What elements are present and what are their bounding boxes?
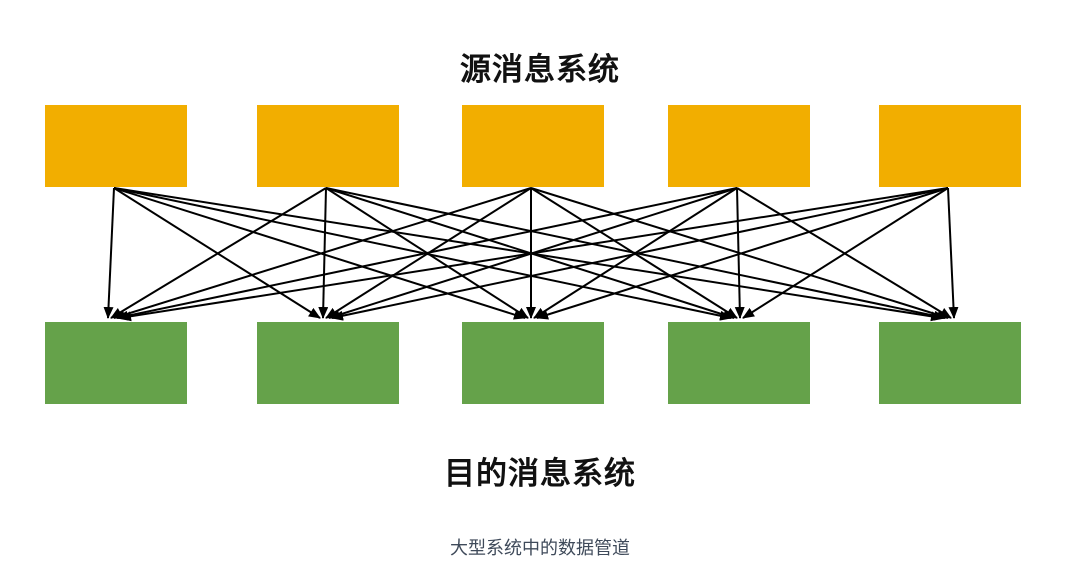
arrow-source-5-to-target-2 — [331, 187, 949, 321]
arrow-source-5-to-target-1 — [119, 187, 949, 322]
target-title: 目的消息系统 — [444, 456, 636, 492]
source-system-box-4 — [668, 105, 810, 187]
arrow-source-3-to-target-1 — [113, 187, 532, 320]
figure-caption: 大型系统中的数据管道 — [450, 538, 630, 559]
arrow-source-4-to-target-1 — [116, 187, 738, 321]
source-system-box-3 — [462, 105, 604, 187]
target-system-box-4 — [668, 322, 810, 404]
arrow-source-4-to-target-4 — [734, 187, 745, 319]
arrow-source-5-to-target-5 — [947, 187, 959, 319]
target-system-box-1 — [45, 322, 187, 404]
arrow-source-5-to-target-4 — [742, 187, 949, 319]
source-system-box-5 — [879, 105, 1021, 187]
target-system-box-5 — [879, 322, 1021, 404]
target-system-box-2 — [257, 322, 399, 404]
source-system-box-1 — [45, 105, 187, 187]
arrow-source-1-to-target-1 — [103, 187, 115, 319]
arrow-source-5-to-target-3 — [536, 187, 949, 320]
source-title: 源消息系统 — [460, 52, 620, 88]
source-system-box-2 — [257, 105, 399, 187]
target-system-box-3 — [462, 322, 604, 404]
arrow-source-2-to-target-1 — [110, 187, 327, 319]
